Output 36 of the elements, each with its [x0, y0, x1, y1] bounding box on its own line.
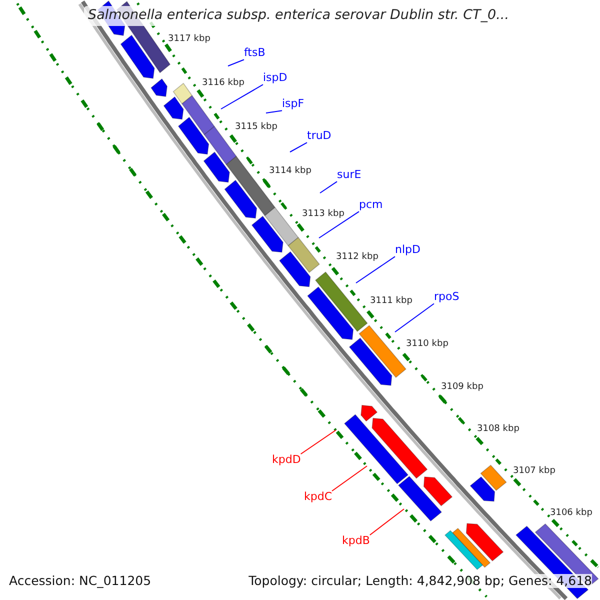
gene-label: truD: [307, 130, 332, 143]
gene-label: pcm: [359, 199, 383, 212]
tick-label: 3107 kbp: [513, 466, 556, 476]
tick-label: 3110 kbp: [406, 339, 448, 350]
gene-label: rpoS: [434, 291, 460, 304]
leader-line: [356, 256, 396, 284]
tick-label: 3113 kbp: [302, 209, 344, 220]
gene-label: ispD: [263, 72, 288, 85]
tick-label: 3112 kbp: [336, 252, 378, 262]
leader-line: [320, 181, 338, 194]
leader-line: [300, 430, 336, 454]
tick-label: 3116 kbp: [202, 78, 244, 88]
leader-line: [290, 142, 308, 152]
leader-line: [266, 110, 282, 114]
gene-label: ispF: [282, 98, 304, 111]
genome-stats-label: Topology: circular; Length: 4,842,908 bp; Genes: 4,618: [248, 574, 592, 588]
leader-line: [220, 84, 264, 110]
tick-label: 3114 kbp: [269, 166, 312, 176]
leader-line: [318, 211, 360, 238]
leader-line: [394, 303, 434, 332]
tick-label: 3117 kbp: [168, 34, 210, 44]
tick-label: 3111 kbp: [370, 296, 412, 306]
gene-label: surE: [337, 169, 362, 182]
gene-label: kpdD: [272, 454, 301, 467]
accession-label: Accession: NC_011205: [9, 574, 152, 588]
gene-label: nlpD: [395, 244, 420, 257]
leader-line: [369, 508, 404, 536]
tick-label: 3109 kbp: [441, 382, 484, 392]
gene-label: ftsB: [244, 47, 266, 60]
gene-label: kpdB: [342, 535, 370, 548]
tick-label: 3106 kbp: [550, 508, 592, 518]
leader-line: [228, 59, 244, 66]
tick-label: 3108 kbp: [477, 424, 520, 434]
gene-label: kpdC: [304, 491, 332, 504]
tick-label: 3115 kbp: [235, 122, 278, 132]
leader-line: [332, 466, 368, 492]
